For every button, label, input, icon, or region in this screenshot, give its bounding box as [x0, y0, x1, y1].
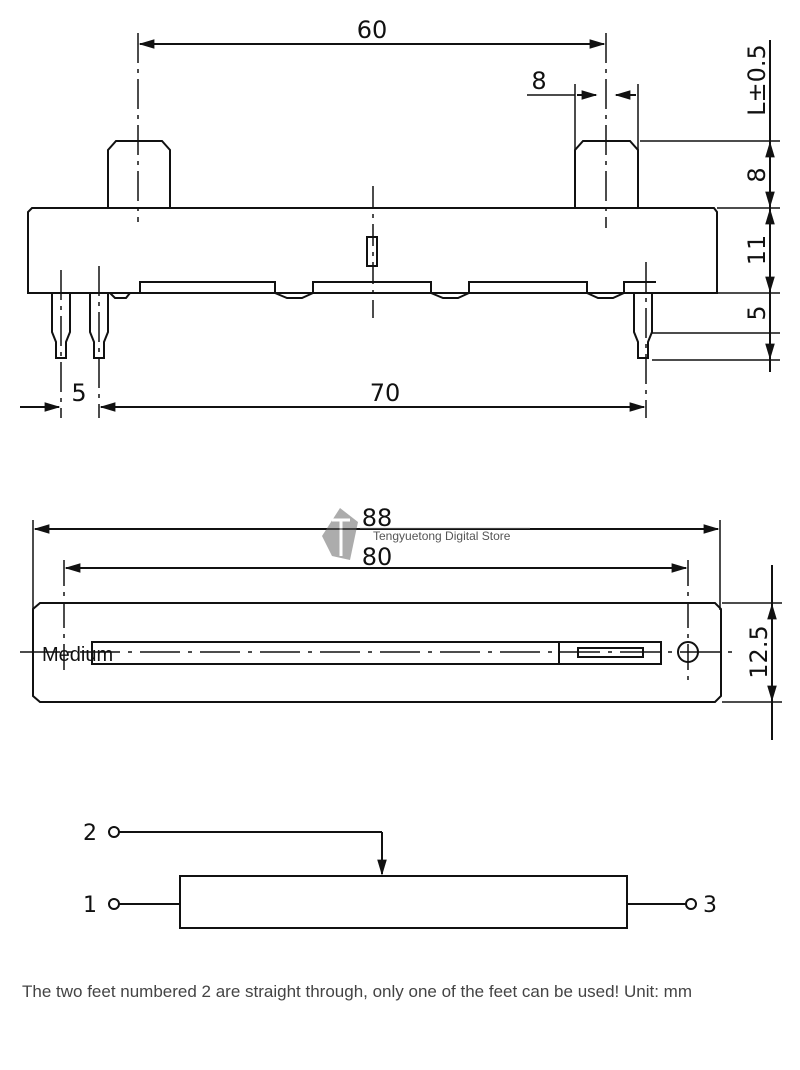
footnote: The two feet numbered 2 are straight thr…	[22, 982, 692, 1001]
dim-text-pin-length: 5	[743, 305, 771, 320]
mount-hole	[677, 641, 699, 663]
body-bottom-profile	[109, 281, 656, 299]
dim-text-lever-width: 8	[531, 67, 546, 95]
dim-text-70: 70	[370, 379, 401, 407]
terminal-1-label: 1	[83, 893, 97, 918]
front-view	[20, 33, 780, 418]
top-view	[20, 520, 782, 740]
pin-1	[51, 293, 71, 359]
watermark-logo-icon	[322, 508, 530, 560]
dim-text-pin-pitch: 5	[71, 379, 86, 407]
dim-text-12-5: 12.5	[745, 625, 773, 678]
terminal-1-node	[108, 898, 120, 910]
terminal-2-node	[108, 826, 120, 838]
terminal-2-label: 2	[83, 821, 97, 846]
center-slot	[366, 236, 378, 267]
lever-right	[574, 140, 639, 208]
dim-text-60: 60	[357, 16, 388, 44]
watermark-text: Tengyuetong Digital Store	[373, 529, 511, 543]
top-body-outline	[32, 602, 722, 703]
lever-left	[107, 140, 171, 208]
dim-text-body-height: 11	[743, 235, 771, 266]
resistor-body	[179, 875, 628, 929]
terminal-3-node	[685, 898, 697, 910]
dim-text-80: 80	[362, 543, 393, 571]
schematic	[108, 826, 697, 929]
pin-3	[633, 293, 653, 359]
dim-text-lever-height: 8	[743, 167, 771, 182]
slider-track	[91, 641, 662, 665]
medium-label: Medium	[42, 644, 114, 666]
terminal-3-label: 3	[703, 893, 717, 918]
dim-text-tolerance: L±0.5	[743, 44, 771, 116]
dim-text-88: 88	[362, 504, 393, 532]
